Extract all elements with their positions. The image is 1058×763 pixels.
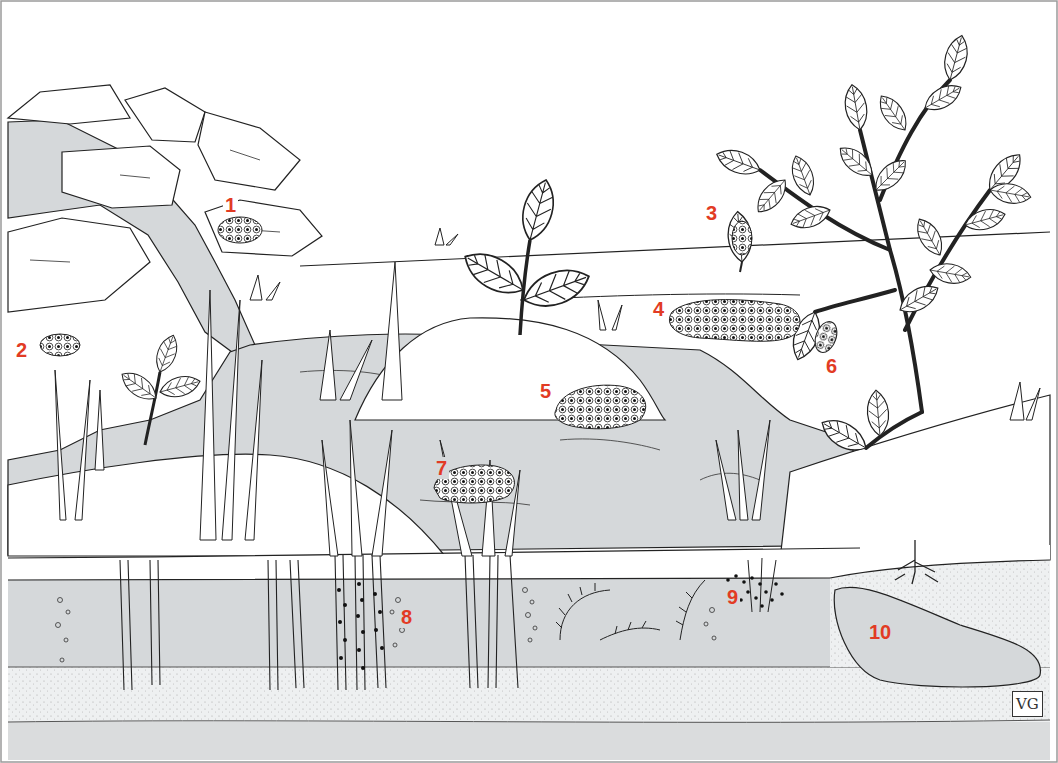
callout-number: 2 bbox=[14, 339, 29, 361]
callout-number: 3 bbox=[704, 202, 719, 224]
callout-number: 7 bbox=[434, 457, 449, 479]
signature-mark: VG bbox=[1012, 691, 1043, 717]
callout-number: 5 bbox=[538, 380, 553, 402]
callout-number: 8 bbox=[399, 606, 414, 628]
callout-number: 10 bbox=[867, 621, 893, 643]
callout-number: 6 bbox=[824, 355, 839, 377]
callout-number: 9 bbox=[725, 586, 740, 608]
callout-number: 4 bbox=[651, 298, 666, 320]
callout-number: 1 bbox=[223, 194, 238, 216]
